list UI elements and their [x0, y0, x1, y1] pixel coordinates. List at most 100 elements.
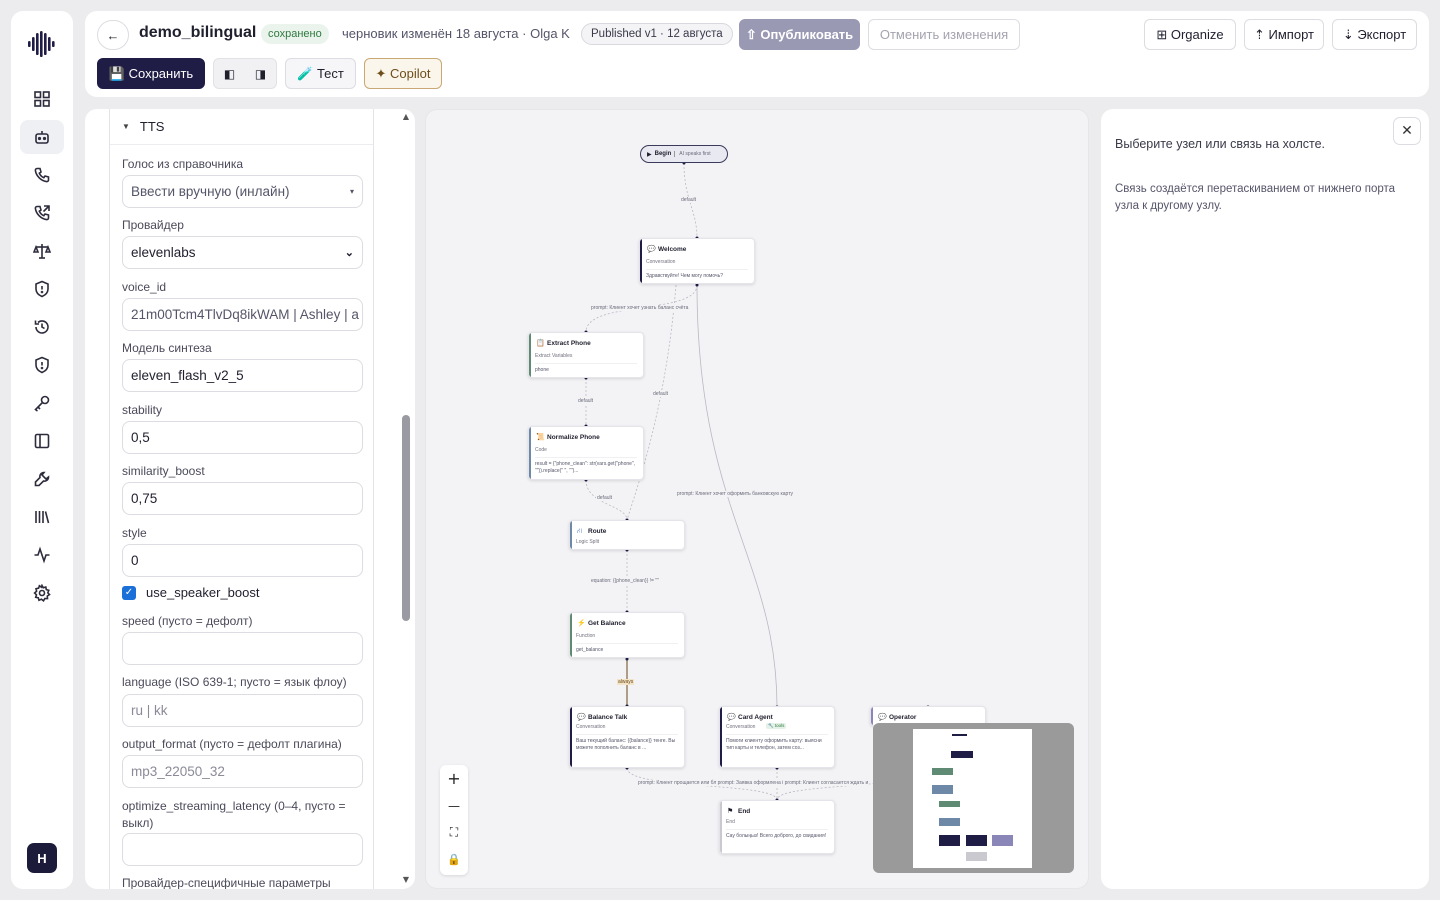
node-accent-bar: [720, 707, 722, 767]
toggle-right-panel-icon[interactable]: ◨: [254, 66, 267, 81]
edge-label[interactable]: prompt: Клиент хочет узнать баланс счёта: [590, 305, 690, 311]
speed-label: speed (пусто = дефолт): [122, 614, 253, 628]
output-format-input[interactable]: mp3_22050_32: [122, 755, 363, 788]
node-accent-bar: [640, 239, 642, 283]
nav-evaluation[interactable]: [20, 234, 64, 268]
edge-label-always[interactable]: always: [617, 679, 635, 685]
similarity-input[interactable]: 0,75: [122, 482, 363, 515]
nav-settings[interactable]: [20, 576, 64, 610]
scroll-thumb[interactable]: [402, 415, 410, 621]
export-button[interactable]: ⇣ Экспорт: [1332, 19, 1417, 50]
speed-input[interactable]: [122, 632, 363, 665]
chevron-down-icon: ⌄: [344, 247, 354, 259]
nav-keys[interactable]: [20, 386, 64, 420]
begin-node[interactable]: ▶ Begin AI speaks first: [640, 145, 728, 163]
nav-history[interactable]: [20, 310, 64, 344]
edge-label[interactable]: default: [577, 398, 595, 404]
edge-label[interactable]: default: [652, 391, 670, 397]
import-button[interactable]: ⇡ Импорт: [1244, 19, 1324, 50]
close-icon[interactable]: ✕: [1393, 117, 1421, 145]
edge-label[interactable]: default: [680, 197, 698, 203]
test-button[interactable]: 🧪 Тест: [285, 58, 356, 89]
panel-scrollbar[interactable]: ▲ ▼: [399, 109, 413, 889]
scroll-down-icon[interactable]: ▼: [402, 875, 410, 884]
edge-label[interactable]: equation: {{phone_clean}} != "": [590, 578, 660, 584]
provider-value: elevenlabs: [131, 245, 196, 260]
tools-badge-label: tools: [774, 723, 785, 728]
lock-icon[interactable]: 🔒: [447, 853, 461, 866]
nav-layout[interactable]: [20, 424, 64, 458]
nav-dashboard[interactable]: [20, 82, 64, 116]
minimap-node: [932, 785, 953, 794]
node-title: Operator: [889, 714, 917, 721]
nav-outbound[interactable]: [20, 196, 64, 230]
nav-tools[interactable]: [20, 462, 64, 496]
node-route[interactable]: ⛙ Route Logic Split: [569, 520, 685, 550]
node-end[interactable]: ⚑ End End Сау болыңыз! Всего доброго, до…: [719, 800, 835, 854]
edge-welcome-route: [626, 284, 677, 521]
latency-input[interactable]: [122, 833, 363, 866]
speaker-boost-label: use_speaker_boost: [146, 585, 260, 600]
nav-agents[interactable]: [20, 120, 64, 154]
tts-section-title: TTS: [139, 119, 165, 134]
style-input[interactable]: 0: [122, 544, 363, 577]
edge-label[interactable]: prompt: Клиент хочет оформить банковскую…: [676, 491, 795, 497]
nav-security[interactable]: [20, 348, 64, 382]
node-normalize-phone[interactable]: 📜 Normalize Phone Code result = {"phone_…: [528, 426, 644, 480]
language-input[interactable]: ru | kk: [122, 694, 363, 727]
node-title: Card Agent: [738, 714, 773, 721]
split-icon: ⛙: [577, 528, 582, 535]
back-button[interactable]: ←: [97, 20, 129, 50]
save-button[interactable]: 💾 Сохранить: [97, 58, 205, 89]
inspector-hint-body: Связь создаётся перетаскиванием от нижне…: [1115, 183, 1396, 213]
code-icon: 📜: [536, 434, 545, 441]
flow-canvas[interactable]: ▶ Begin AI speaks first 💬 Welcome Conver…: [425, 109, 1089, 889]
nav-library[interactable]: [20, 500, 64, 534]
edge-label[interactable]: default: [596, 495, 614, 501]
user-avatar[interactable]: H: [27, 843, 57, 873]
minimap[interactable]: [873, 723, 1074, 873]
collapse-caret-icon: ▼: [122, 122, 130, 131]
voice-ref-select[interactable]: Ввести вручную (инлайн) ▾: [122, 175, 363, 208]
stability-input[interactable]: 0,5: [122, 421, 363, 454]
shield-alert-icon: [35, 280, 49, 298]
model-input[interactable]: eleven_flash_v2_5: [122, 359, 363, 392]
nav-monitoring[interactable]: [20, 538, 64, 572]
tool-icon: [34, 471, 50, 487]
nav-guardrails[interactable]: [20, 272, 64, 306]
fit-view-icon[interactable]: ⛶: [449, 825, 459, 839]
copilot-button[interactable]: ✦ Copilot: [364, 58, 442, 89]
edge-label[interactable]: prompt: Клиент прощается или бл prompt: …: [637, 780, 870, 786]
speaker-boost-checkbox[interactable]: ✓: [122, 585, 136, 600]
provider-select[interactable]: elevenlabs ⌄: [122, 236, 363, 269]
node-title: End: [738, 808, 751, 815]
tts-section-header[interactable]: ▼ TTS: [110, 109, 373, 145]
draft-info: черновик изменён 18 августа · Olga K: [342, 26, 570, 41]
properties-panel: ▼ TTS Голос из справочника Ввести вручну…: [85, 109, 415, 889]
node-welcome[interactable]: 💬 Welcome Conversation Здравствуйте! Чем…: [639, 238, 755, 284]
organize-button[interactable]: ⊞ Organize: [1144, 19, 1236, 50]
node-body: Сау болыңыз! Всего доброго, до свидания!: [726, 829, 828, 840]
shield-icon: [35, 356, 49, 374]
speaker-boost-row: ✓ use_speaker_boost: [122, 585, 259, 600]
node-body: result = {"phone_clean": str(vars.get("p…: [535, 457, 637, 476]
node-balance-talk[interactable]: 💬 Balance Talk Conversation Ваш текущий …: [569, 706, 685, 768]
panel-toggle-group: ◧ ◨: [213, 58, 277, 89]
node-title: Normalize Phone: [547, 434, 600, 441]
nav-calls[interactable]: [20, 158, 64, 192]
minimap-viewport: [913, 729, 1032, 868]
zoom-controls: + — ⛶ 🔒: [440, 765, 468, 875]
scroll-up-icon[interactable]: ▲: [402, 112, 410, 121]
node-extract-phone[interactable]: 📋 Extract Phone Extract Variables phone: [528, 332, 644, 378]
zoom-in-icon[interactable]: +: [447, 769, 461, 788]
voice-id-input[interactable]: 21m00Tcm4TlvDq8ikWAM | Ashley | a: [122, 298, 363, 331]
node-type: Conversation: [726, 724, 756, 730]
revert-changes-button[interactable]: Отменить изменения: [868, 19, 1020, 50]
toggle-left-panel-icon[interactable]: ◧: [223, 66, 236, 81]
node-get-balance[interactable]: ⚡ Get Balance Function get_balance: [569, 612, 685, 658]
zoom-out-icon[interactable]: —: [448, 798, 460, 813]
node-card-agent[interactable]: 💬 Card Agent Conversation 🔧 tools Помоги…: [719, 706, 835, 768]
publish-button[interactable]: ⇧ Опубликовать: [739, 19, 860, 50]
activity-icon: [34, 546, 50, 564]
node-title: Extract Phone: [547, 340, 591, 347]
